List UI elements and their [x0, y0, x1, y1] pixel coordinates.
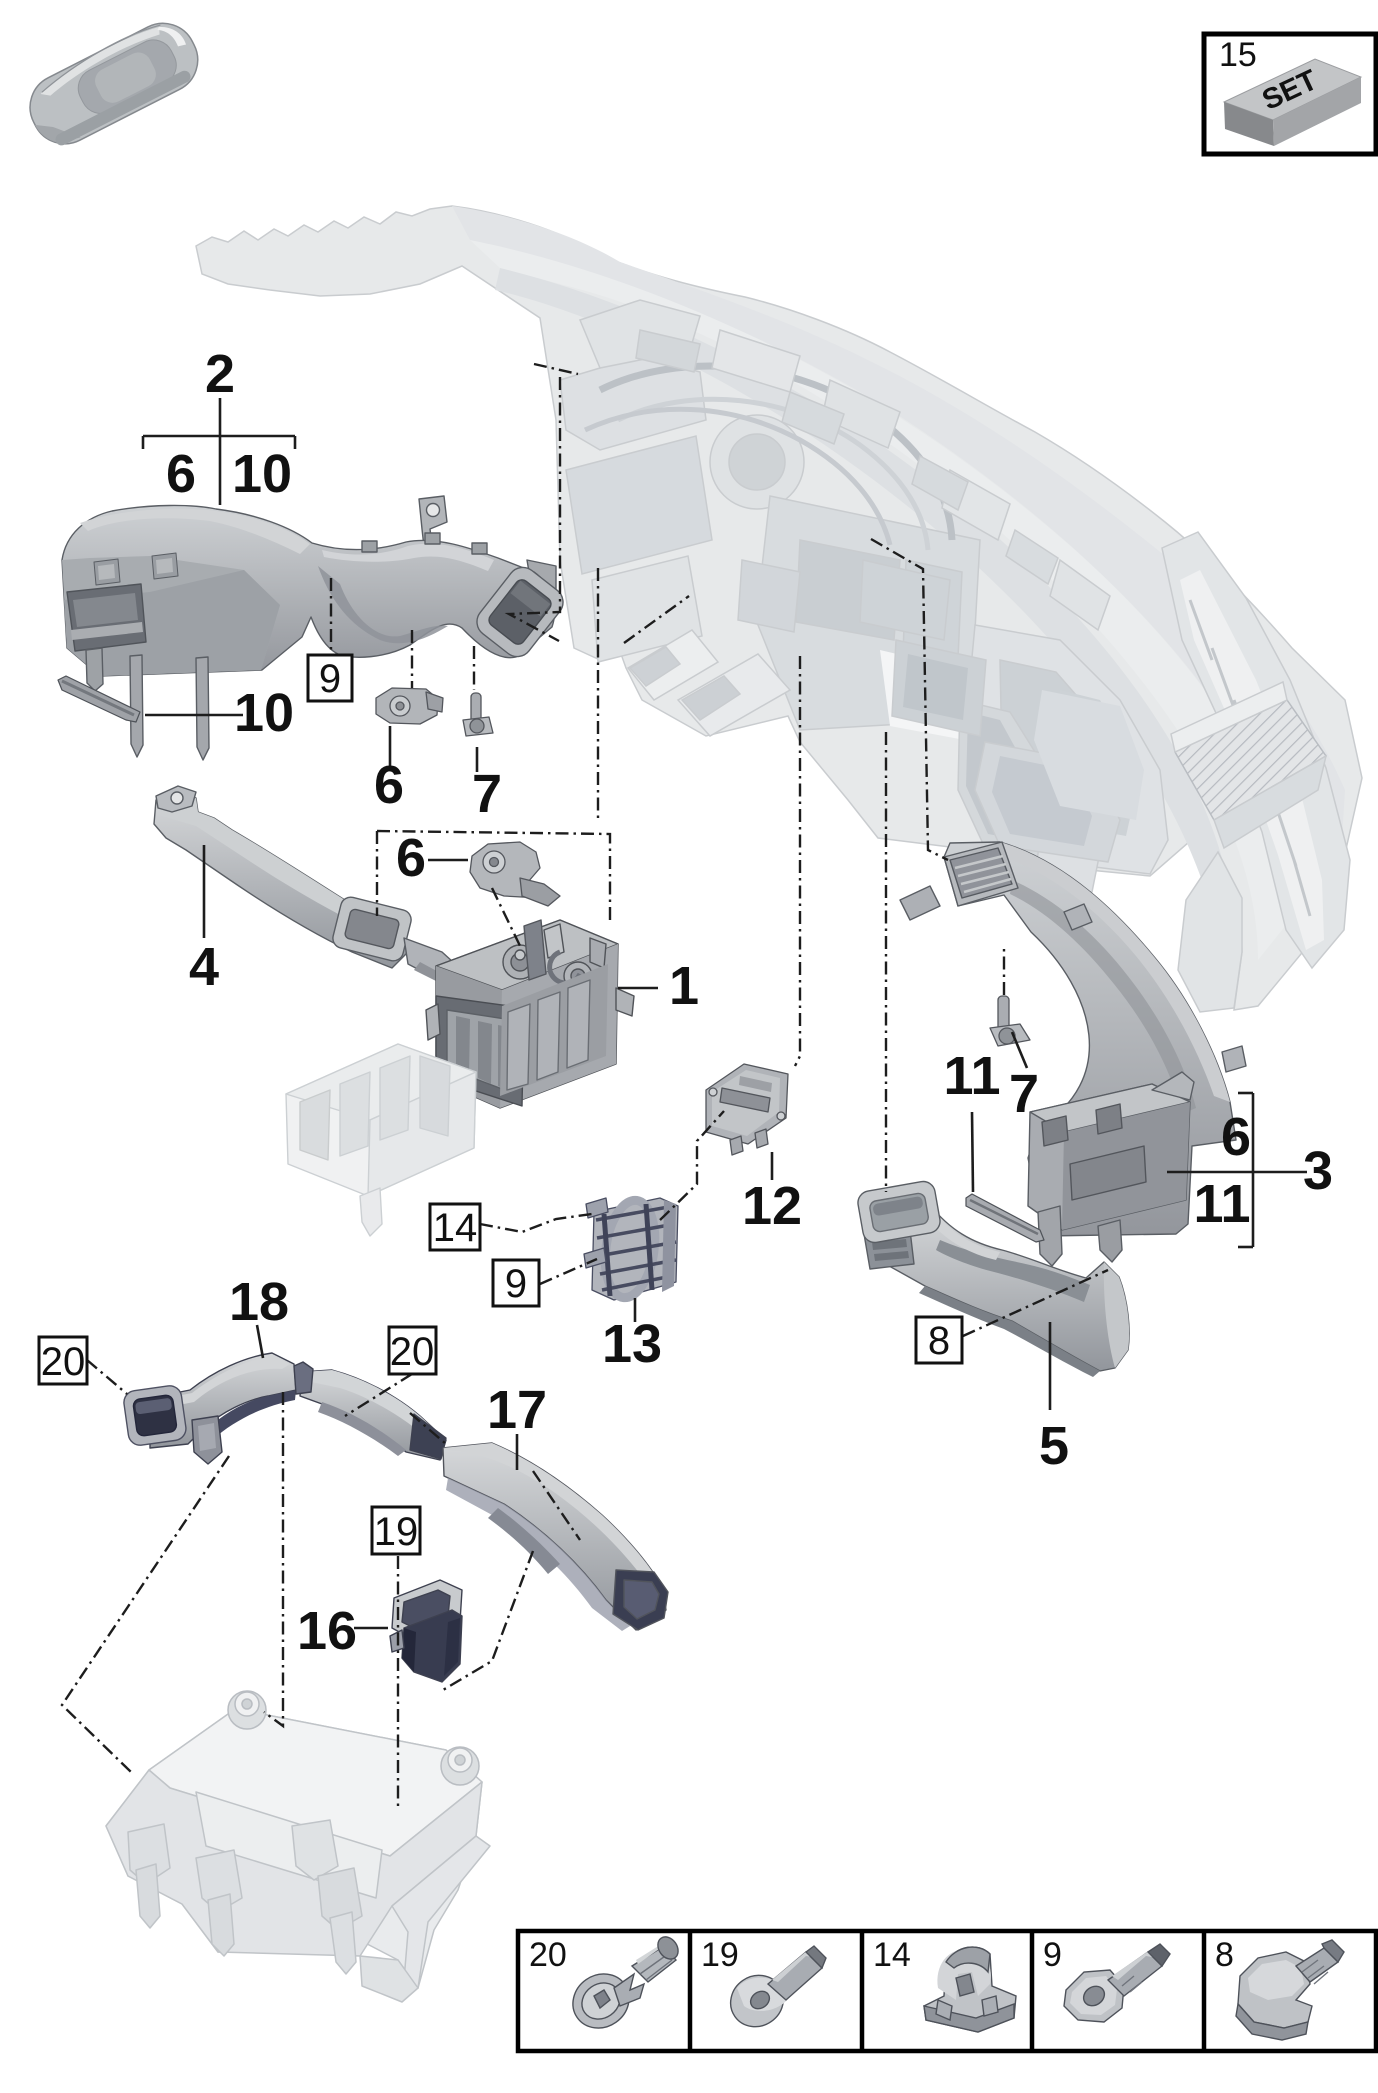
svg-text:18: 18 — [229, 1272, 289, 1332]
svg-text:19: 19 — [374, 1510, 419, 1554]
svg-text:6: 6 — [396, 828, 426, 888]
svg-text:20: 20 — [529, 1936, 567, 1974]
svg-text:16: 16 — [297, 1601, 357, 1661]
svg-text:17: 17 — [487, 1380, 547, 1440]
svg-text:6: 6 — [1221, 1107, 1251, 1167]
svg-text:9: 9 — [1043, 1936, 1062, 1974]
svg-text:20: 20 — [390, 1330, 435, 1374]
svg-text:11: 11 — [1193, 1174, 1250, 1234]
svg-text:10: 10 — [232, 444, 292, 504]
svg-text:11: 11 — [943, 1046, 1000, 1106]
svg-text:2: 2 — [205, 344, 235, 404]
svg-text:7: 7 — [472, 764, 502, 824]
svg-text:10: 10 — [234, 683, 294, 743]
svg-text:12: 12 — [742, 1176, 802, 1236]
svg-text:9: 9 — [319, 657, 341, 701]
svg-text:9: 9 — [505, 1262, 527, 1306]
svg-text:14: 14 — [873, 1936, 911, 1974]
svg-text:7: 7 — [1009, 1064, 1039, 1124]
svg-text:8: 8 — [1215, 1936, 1234, 1974]
svg-text:1: 1 — [669, 956, 699, 1016]
svg-text:6: 6 — [166, 444, 196, 504]
svg-text:3: 3 — [1303, 1141, 1333, 1201]
svg-text:5: 5 — [1039, 1416, 1069, 1476]
svg-text:8: 8 — [928, 1319, 950, 1363]
svg-text:15: 15 — [1219, 36, 1257, 74]
svg-text:6: 6 — [374, 755, 404, 815]
svg-text:14: 14 — [433, 1206, 478, 1250]
svg-text:4: 4 — [189, 937, 219, 997]
svg-text:19: 19 — [701, 1936, 739, 1974]
svg-text:13: 13 — [602, 1314, 662, 1374]
svg-text:20: 20 — [41, 1340, 86, 1384]
